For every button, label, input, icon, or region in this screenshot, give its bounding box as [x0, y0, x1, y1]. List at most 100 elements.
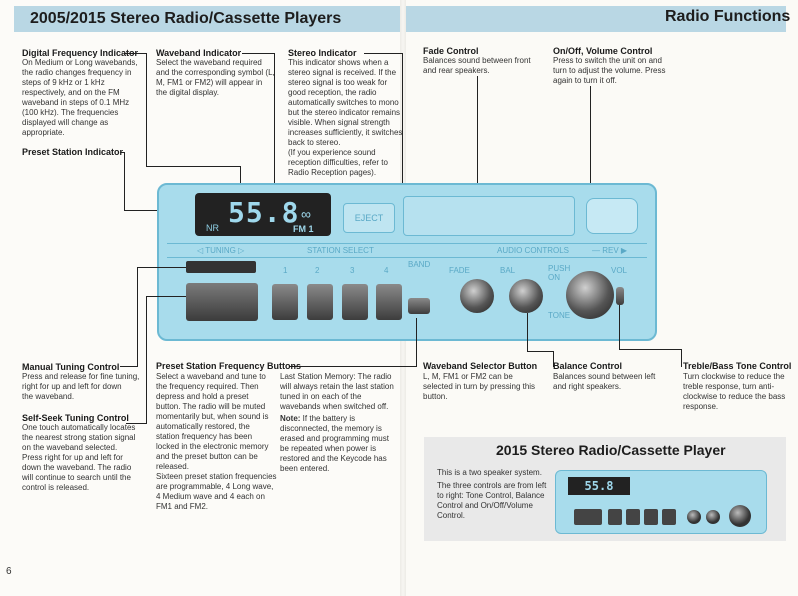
mini-preset-button	[608, 509, 622, 525]
display-waveband: FM 1	[293, 224, 314, 234]
leader-line	[527, 351, 553, 352]
leader-line	[137, 267, 186, 268]
model-2015-text: The three controls are from left to righ…	[437, 481, 547, 520]
fade-label: FADE	[449, 266, 470, 275]
balance-control-text: Balances sound between left and right sp…	[553, 372, 656, 391]
push-on-label: PUSH ON	[548, 264, 571, 282]
preset-number: 3	[350, 266, 355, 275]
stereo-indicator-text: This indicator shows when a stereo signa…	[288, 58, 403, 177]
model-2015-intro: This is a two speaker system.	[437, 468, 542, 477]
leader-line	[146, 296, 186, 297]
band-label: BAND	[408, 260, 431, 269]
battery-note: Note: If the battery is disconnected, th…	[280, 414, 389, 474]
left-header-band	[14, 6, 400, 32]
preset-number: 1	[283, 266, 288, 275]
fade-knob[interactable]	[460, 279, 494, 313]
leader-line	[290, 366, 416, 367]
leader-line	[553, 351, 554, 367]
leader-line	[527, 313, 528, 351]
note-text: If the battery is disconnected, the memo…	[280, 414, 389, 473]
leader-line	[146, 53, 147, 166]
leader-line	[402, 53, 403, 185]
page-title-right: Radio Functions	[665, 8, 791, 25]
self-seek-title: Self-Seek Tuning Control	[22, 413, 129, 423]
station-select-label: STATION SELECT	[307, 246, 374, 255]
page-number: 6	[6, 566, 12, 577]
leader-line	[124, 152, 125, 210]
balance-knob[interactable]	[509, 279, 543, 313]
leader-line	[137, 267, 138, 366]
control-label-strip: ◁ TUNING ▷ STATION SELECT AUDIO CONTROLS…	[167, 243, 647, 258]
preset-button-1[interactable]	[272, 284, 298, 320]
leader-line	[477, 76, 478, 278]
leader-line	[364, 53, 402, 54]
treble-bass-tone-control[interactable]	[616, 287, 624, 305]
treble-bass-title: Treble/Bass Tone Control	[683, 361, 792, 371]
display-frequency: 55.8	[228, 196, 300, 229]
mini-volume-knob	[729, 505, 751, 527]
waveband-indicator-text: Select the waveband required and the cor…	[156, 58, 275, 97]
bal-label: BAL	[500, 266, 516, 275]
eject-button[interactable]: EJECT	[343, 203, 395, 233]
treble-bass-text: Turn clockwise to reduce the treble resp…	[683, 372, 786, 411]
mini-tone-knob	[687, 510, 701, 524]
preset-buttons-title: Preset Station Frequency Buttons	[156, 361, 302, 371]
preset-buttons-text: Select a waveband and tune to the freque…	[156, 372, 277, 511]
leader-line	[619, 349, 681, 350]
stereo-indicator-title: Stereo Indicator	[288, 48, 357, 58]
vol-label: VOL	[611, 266, 628, 275]
preset-button-3[interactable]	[342, 284, 368, 320]
preset-number: 2	[315, 266, 320, 275]
fade-control-title: Fade Control	[423, 46, 479, 56]
waveband-selector-text: L, M, FM1 or FM2 can be selected in turn…	[423, 372, 536, 401]
audio-controls-label: AUDIO CONTROLS	[497, 246, 570, 255]
waveband-indicator-title: Waveband Indicator	[156, 48, 242, 58]
leader-line	[120, 366, 138, 367]
last-station-memory-text: Last Station Memory: The radio will alwa…	[280, 372, 394, 411]
self-seek-text: One touch automatically locates the near…	[22, 423, 136, 492]
preset-button-4[interactable]	[376, 284, 402, 320]
on-off-volume-title: On/Off, Volume Control	[553, 46, 653, 56]
mini-preset-button	[644, 509, 658, 525]
preset-button-2[interactable]	[307, 284, 333, 320]
preset-number: 4	[384, 266, 389, 275]
digital-frequency-title: Digital Frequency Indicator	[22, 48, 139, 58]
fast-forward-rewind-buttons[interactable]	[586, 198, 638, 234]
tuning-label: ◁ TUNING ▷	[197, 246, 245, 255]
leader-line	[146, 296, 147, 423]
rev-label: — REV ▶	[592, 246, 628, 255]
leader-line	[242, 53, 274, 54]
leader-line	[126, 423, 147, 424]
self-seek-tuning-control[interactable]	[186, 283, 258, 321]
leader-line	[416, 318, 417, 367]
digital-display	[195, 193, 331, 236]
model-2015-title: 2015 Stereo Radio/Cassette Player	[496, 442, 726, 458]
preset-station-indicator-title: Preset Station Indicator	[22, 147, 124, 157]
mini-preset-button	[626, 509, 640, 525]
digital-frequency-text: On Medium or Long wavebands, the radio c…	[22, 58, 138, 137]
waveband-selector-title: Waveband Selector Button	[423, 361, 538, 371]
fade-control-text: Balances sound between front and rear sp…	[423, 56, 531, 75]
waveband-selector-button[interactable]	[408, 298, 430, 314]
right-header-band	[406, 6, 786, 32]
balance-control-title: Balance Control	[553, 361, 623, 371]
stereo-icon: ∞	[301, 206, 311, 222]
leader-line	[146, 166, 240, 167]
mini-seek-button	[574, 509, 602, 525]
mini-preset-button	[662, 509, 676, 525]
leader-line	[619, 305, 620, 349]
leader-line	[681, 349, 682, 367]
leader-line	[274, 53, 275, 223]
manual-tuning-text: Press and release for fine tuning, right…	[22, 372, 140, 401]
mini-display: 55.8	[568, 477, 630, 495]
note-title: Note:	[280, 414, 301, 423]
on-off-volume-text: Press to switch the unit on and turn to …	[553, 56, 666, 85]
manual-tuning-control[interactable]	[186, 261, 256, 273]
tone-label: TONE	[548, 311, 571, 320]
mini-balance-knob	[706, 510, 720, 524]
volume-knob[interactable]	[566, 271, 614, 319]
leader-line	[124, 53, 146, 54]
leader-line	[120, 152, 125, 153]
cassette-slot	[403, 196, 575, 236]
manual-tuning-title: Manual Tuning Control	[22, 362, 120, 372]
